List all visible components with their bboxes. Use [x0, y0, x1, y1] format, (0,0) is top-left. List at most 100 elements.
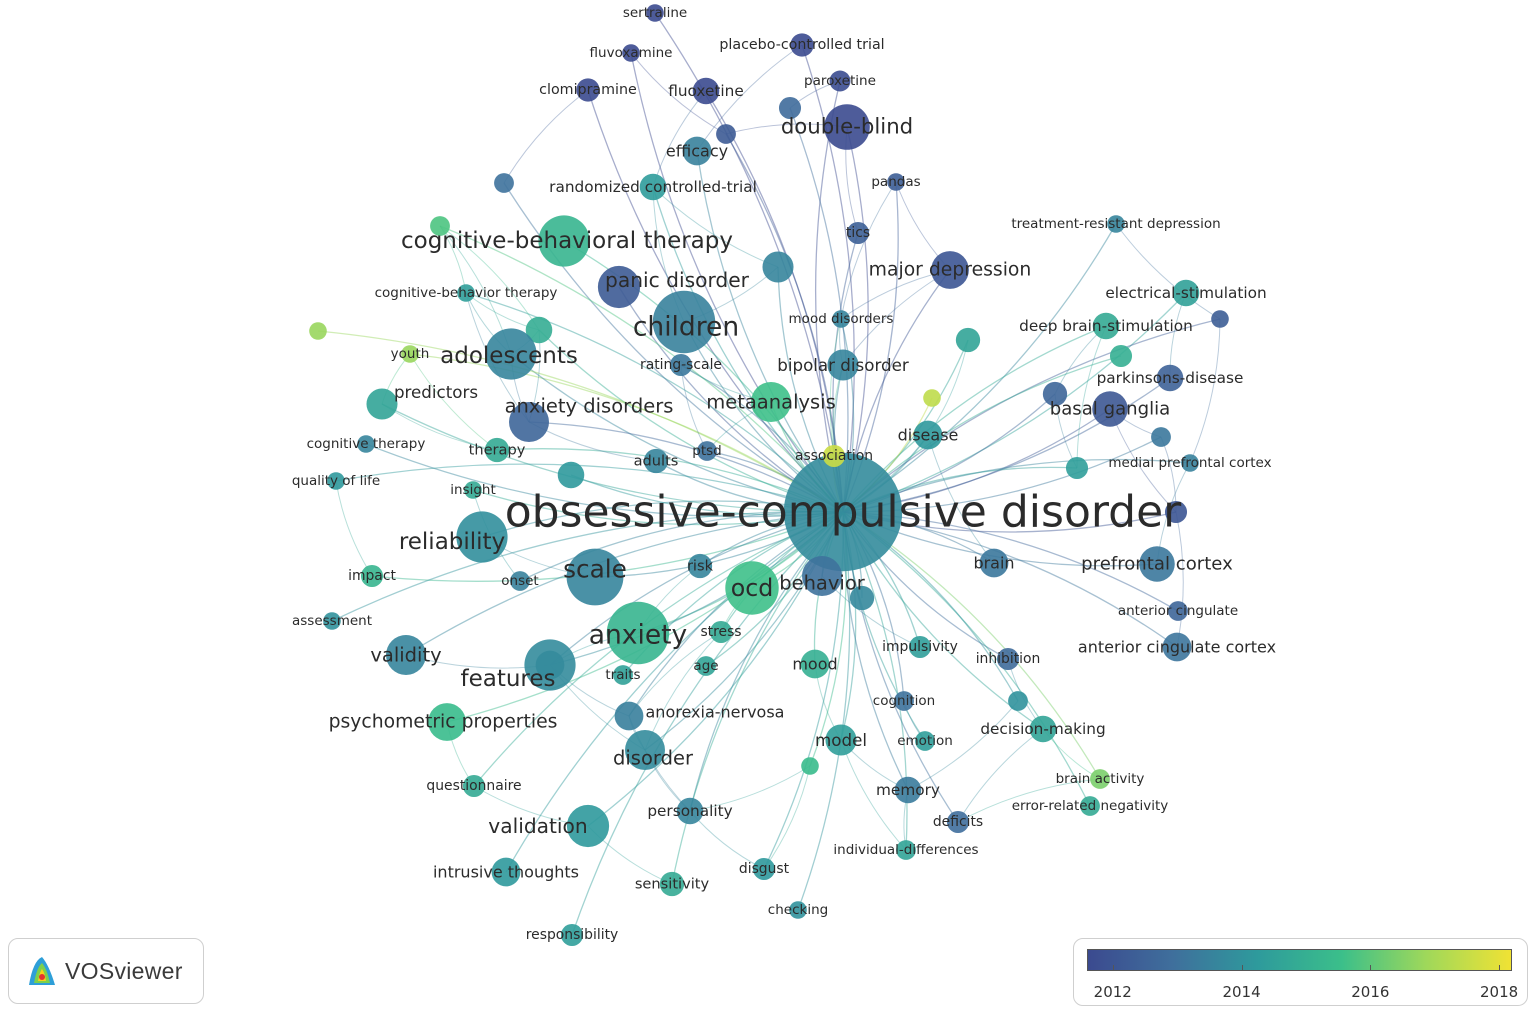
- node-impact: [360, 564, 384, 588]
- edge-link: [409, 353, 498, 451]
- edge-link: [1076, 325, 1107, 469]
- node-efficacy: [682, 136, 712, 166]
- label-cognition: cognition: [873, 693, 935, 709]
- edge-link: [1115, 223, 1221, 320]
- label-memory: memory: [876, 781, 940, 799]
- edge-fluvoxamine: [630, 52, 844, 513]
- edge-link: [840, 181, 897, 320]
- edge-placebo-controlled-trial: [801, 44, 855, 513]
- legend-tick-label: 2012: [1093, 983, 1132, 1001]
- edge-link: [907, 700, 1019, 791]
- label-impulsivity: impulsivity: [882, 639, 958, 655]
- label-traits: traits: [605, 667, 640, 683]
- node-mood-disorders: [832, 310, 850, 328]
- vosviewer-logo-text: VOSviewer: [65, 957, 183, 984]
- edge-assessment: [331, 510, 844, 622]
- node-validity: [386, 635, 426, 675]
- label-behavior: behavior: [779, 572, 866, 595]
- node-medial-prefrontal-cortex: [1181, 454, 1199, 472]
- edge-youth: [409, 353, 844, 513]
- node-association: [822, 444, 846, 468]
- label-anxiety-disorders: anxiety disorders: [505, 395, 674, 418]
- label-panic-disorder: panic disorder: [605, 268, 750, 292]
- unlabeled-node: [849, 585, 875, 611]
- node-cognitive-behavior-therapy: [457, 284, 475, 302]
- label-deep-brain-stimulation: deep brain-stimulation: [1019, 317, 1193, 335]
- label-placebo-controlled-trial: placebo-controlled trial: [719, 37, 884, 53]
- node-fluvoxamine: [622, 44, 640, 62]
- label-questionnaire: questionnaire: [426, 778, 521, 794]
- node-reliability: [456, 511, 508, 563]
- label-deficits: deficits: [933, 814, 983, 830]
- node-responsibility: [560, 923, 584, 947]
- node-cognition: [894, 691, 914, 711]
- label-adolescents: adolescents: [440, 343, 578, 369]
- label-psychometric-properties: psychometric properties: [329, 712, 558, 733]
- node-panic-disorder: [597, 265, 641, 309]
- unlabeled-node: [557, 461, 585, 489]
- label-pandas: pandas: [871, 174, 920, 190]
- legend-tick-mark: [1499, 965, 1501, 971]
- label-tics: tics: [846, 225, 870, 241]
- node-questionnaire: [462, 774, 486, 798]
- label-therapy: therapy: [469, 442, 526, 459]
- label-layer: obsessive-compulsive disordersertralinef…: [292, 5, 1276, 943]
- label-checking: checking: [768, 902, 828, 918]
- node-insight: [464, 481, 482, 499]
- label-efficacy: efficacy: [666, 142, 728, 161]
- label-prefrontal-cortex: prefrontal cortex: [1081, 554, 1233, 575]
- label-bipolar-disorder: bipolar disorder: [777, 355, 909, 375]
- node-inhibition: [996, 647, 1020, 671]
- unlabeled-node: [778, 96, 802, 120]
- node-treatment-resistant-depression: [1107, 215, 1125, 233]
- node-intrusive-thoughts: [491, 857, 521, 887]
- node-emotion: [915, 731, 935, 751]
- node-obsessive-compulsive-disorder: [783, 452, 903, 572]
- node-major-depression: [931, 251, 969, 289]
- edge-link: [957, 728, 1044, 823]
- legend-tick-label: 2014: [1222, 983, 1261, 1001]
- label-major-depression: major depression: [869, 260, 1032, 281]
- node-mood: [800, 649, 830, 679]
- unlabeled-node: [1164, 500, 1188, 524]
- unlabeled-node-layer: [309, 96, 1229, 775]
- edge-link: [1189, 318, 1221, 464]
- label-predictors: predictors: [394, 382, 478, 402]
- label-treatment-resistant-depression: treatment-resistant depression: [1011, 216, 1220, 232]
- label-reliability: reliability: [399, 529, 505, 555]
- label-anorexia-nervosa: anorexia-nervosa: [646, 703, 785, 722]
- edge-cognitive-therapy: [365, 443, 844, 518]
- label-obsessive-compulsive-disorder: obsessive-compulsive disorder: [505, 487, 1182, 538]
- unlabeled-node: [1151, 427, 1171, 447]
- node-memory: [894, 776, 922, 804]
- edge-link: [439, 225, 540, 331]
- node-anxiety: [606, 601, 670, 665]
- node-quality-of-life: [327, 472, 345, 490]
- edge-extra-3: [317, 330, 844, 513]
- label-brain: brain: [973, 554, 1014, 573]
- label-anterior-cingulate-cortex: anterior cingulate cortex: [1078, 638, 1276, 657]
- edge-link: [696, 44, 803, 152]
- node-prefrontal-cortex: [1139, 546, 1175, 582]
- label-impact: impact: [348, 568, 396, 584]
- label-electrical-stimulation: electrical-stimulation: [1105, 284, 1266, 302]
- label-validation: validation: [488, 814, 587, 838]
- legend-gradient-bar: [1087, 949, 1512, 971]
- node-assessment: [323, 612, 341, 630]
- node-traits: [613, 665, 633, 685]
- label-fluvoxamine: fluvoxamine: [590, 45, 673, 61]
- edge-link: [652, 186, 779, 268]
- node-anterior-cingulate: [1168, 601, 1188, 621]
- label-mood: mood: [792, 655, 837, 674]
- label-basal-ganglia: basal ganglia: [1050, 399, 1171, 420]
- label-stress: stress: [700, 624, 741, 640]
- node-paroxetine: [829, 70, 851, 92]
- label-ocd: ocd: [731, 574, 774, 602]
- node-risk: [687, 553, 713, 579]
- node-electrical-stimulation: [1172, 279, 1200, 307]
- label-double-blind: double-blind: [781, 115, 913, 140]
- label-validity: validity: [370, 644, 441, 667]
- node-personality: [676, 797, 704, 825]
- legend-tick-label: 2016: [1351, 983, 1390, 1001]
